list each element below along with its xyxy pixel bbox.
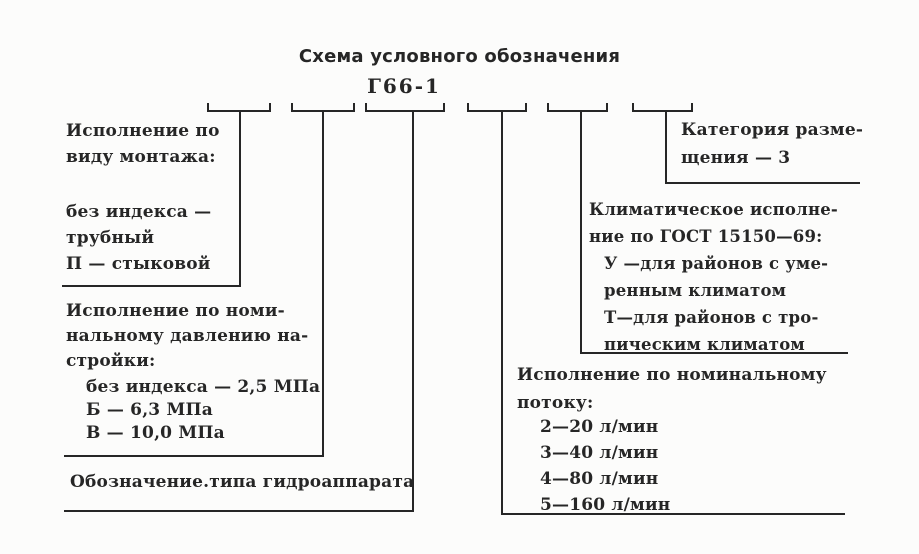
mounting-block-heading: Исполнение по виду монтажа: <box>66 118 220 170</box>
text-line: 3—40 л/мин <box>540 443 659 463</box>
text-line: без индекса — 2,5 МПа <box>86 377 321 397</box>
connector-line-mounting <box>239 110 241 287</box>
text-line: трубный <box>66 228 155 248</box>
bracket-position-3 <box>365 103 445 112</box>
text-line: Исполнение по номи- <box>66 301 285 321</box>
text-line: ние по ГОСТ 15150—69: <box>589 227 823 246</box>
diagram-title: Схема условного обозначения <box>298 46 621 67</box>
underline-flow <box>501 513 845 515</box>
underline-type <box>64 510 414 512</box>
text-line: нальному давлению на- <box>66 326 309 346</box>
pressure-block-heading: Исполнение по номи- нальному давлению на… <box>66 299 308 374</box>
text-line: В — 10,0 МПа <box>86 423 225 443</box>
connector-line-type <box>412 110 414 512</box>
pressure-block-options: без индекса — 2,5 МПа Б — 6,3 МПа В — 10… <box>86 376 320 445</box>
underline-mounting <box>62 285 241 287</box>
text-line: Категория разме- <box>681 120 864 140</box>
bracket-position-5 <box>547 103 608 112</box>
text-line: 5—160 л/мин <box>540 495 671 515</box>
text-line: Исполнение по <box>66 121 220 141</box>
text-line: Б — 6,3 МПа <box>86 400 213 420</box>
bracket-position-6 <box>632 103 693 112</box>
text-line: У —для районов с уме- <box>604 254 829 273</box>
mounting-block-options: без индекса — трубный П — стыковой <box>66 199 211 277</box>
connector-line-climate <box>580 110 582 354</box>
text-line: Исполнение по номинальному <box>517 365 827 385</box>
climate-block-heading: Климатическое исполне- ние по ГОСТ 15150… <box>589 196 838 250</box>
text-line: без индекса — <box>66 202 212 222</box>
type-block-label: Обозначение.типа гидроаппарата <box>70 472 415 492</box>
text-line: 2—20 л/мин <box>540 417 659 437</box>
bracket-position-4 <box>467 103 527 112</box>
placement-block: Категория разме- щения — 3 <box>681 116 863 172</box>
text-line: ренным климатом <box>604 281 787 300</box>
text-line: стройки: <box>66 351 156 371</box>
text-line: потоку: <box>517 393 594 413</box>
text-line: Т—для районов с тро- <box>604 308 819 327</box>
text-line: виду монтажа: <box>66 147 216 167</box>
connector-line-flow <box>501 110 503 515</box>
connector-line-placement <box>665 110 667 184</box>
underline-pressure <box>64 455 324 457</box>
text-line: Климатическое исполне- <box>589 200 838 219</box>
text-line: 4—80 л/мин <box>540 469 659 489</box>
connector-line-pressure <box>322 110 324 457</box>
underline-placement <box>665 182 860 184</box>
climate-block-options: У —для районов с уме- ренным климатом Т—… <box>604 250 828 358</box>
designation-code: Г66-1 <box>367 74 441 98</box>
underline-climate <box>580 352 848 354</box>
text-line: П — стыковой <box>66 254 211 274</box>
flow-block-heading: Исполнение по номинальному потоку: <box>517 361 827 417</box>
text-line: щения — 3 <box>681 148 791 168</box>
flow-block-options: 2—20 л/мин 3—40 л/мин 4—80 л/мин 5—160 л… <box>540 414 670 518</box>
text-line: пическим климатом <box>604 335 805 354</box>
